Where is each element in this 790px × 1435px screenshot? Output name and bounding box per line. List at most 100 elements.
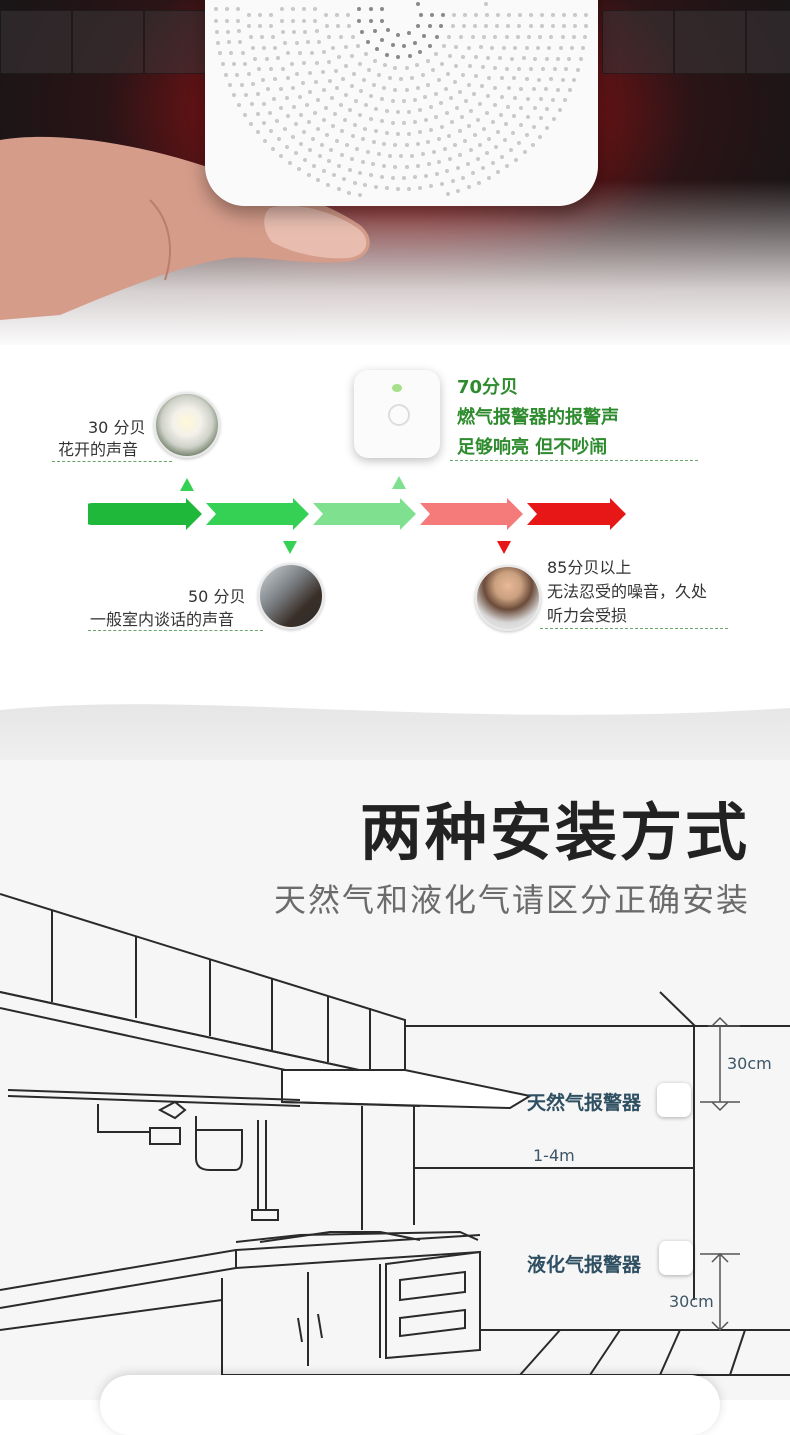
speaker-hole xyxy=(268,110,273,115)
speaker-hole xyxy=(457,129,462,134)
speaker-hole xyxy=(480,84,485,89)
speaker-hole xyxy=(374,106,379,111)
speaker-hole xyxy=(563,98,568,103)
speaker-hole xyxy=(476,117,481,122)
speaker-hole xyxy=(426,82,431,87)
speaker-hole xyxy=(458,152,463,157)
db30-desc: 花开的声音 xyxy=(58,440,139,459)
speaker-hole xyxy=(307,120,312,125)
speaker-hole xyxy=(379,18,384,23)
speaker-hole xyxy=(393,87,398,92)
speaker-hole xyxy=(258,24,263,29)
speaker-hole xyxy=(308,148,313,153)
speaker-hole xyxy=(505,66,510,71)
speaker-hole xyxy=(321,117,326,122)
speaker-hole xyxy=(404,65,409,70)
speaker-hole xyxy=(561,24,566,28)
speaker-hole xyxy=(454,105,459,110)
kitchen-diagram xyxy=(0,893,790,1376)
speaker-hole xyxy=(385,109,390,113)
speaker-hole xyxy=(551,97,556,102)
conversation-image xyxy=(258,563,324,629)
speaker-hole xyxy=(505,164,510,169)
speaker-hole xyxy=(551,13,555,17)
speaker-hole xyxy=(578,56,583,61)
speaker-hole xyxy=(571,35,576,40)
speaker-hole xyxy=(291,85,296,90)
speaker-hole xyxy=(243,112,248,117)
noise-image xyxy=(475,565,541,631)
speaker-hole xyxy=(317,154,322,159)
speaker-hole xyxy=(486,175,491,180)
speaker-hole xyxy=(450,179,455,184)
speaker-hole xyxy=(379,174,384,179)
speaker-hole xyxy=(293,151,298,156)
speaker-hole xyxy=(243,61,248,66)
speaker-hole xyxy=(434,115,439,119)
speaker-hole xyxy=(447,34,452,39)
speaker-hole xyxy=(385,131,390,136)
speaker-hole xyxy=(360,160,365,165)
speaker-hole xyxy=(305,102,310,107)
speaker-hole xyxy=(286,51,291,56)
speaker-hole xyxy=(347,167,352,172)
speaker-hole xyxy=(452,143,457,148)
speaker-hole xyxy=(490,120,495,125)
speaker-hole xyxy=(465,161,470,166)
speaker-hole xyxy=(357,7,362,12)
speaker-hole xyxy=(433,91,438,96)
speaker-hole xyxy=(218,51,223,56)
speaker-hole xyxy=(423,174,428,179)
speaker-hole xyxy=(285,144,290,149)
speaker-hole xyxy=(460,72,465,77)
speaker-hole xyxy=(299,112,304,117)
speaker-hole xyxy=(387,76,392,81)
speaker-hole xyxy=(482,34,487,39)
speaker-hole xyxy=(269,24,274,29)
speaker-hole xyxy=(531,87,536,92)
speaker-hole xyxy=(214,7,219,12)
speaker-hole xyxy=(513,46,518,51)
speaker-hole xyxy=(247,13,251,17)
speaker-hole xyxy=(533,56,538,61)
speaker-hole xyxy=(538,134,543,139)
speaker-hole xyxy=(349,83,354,88)
speaker-hole xyxy=(496,13,500,17)
speaker-hole xyxy=(393,164,398,169)
speaker-hole xyxy=(361,77,366,82)
speaker-hole xyxy=(434,172,439,177)
speaker-hole xyxy=(327,159,332,164)
speaker-hole xyxy=(524,77,529,81)
speaker-hole xyxy=(503,138,508,143)
speaker-hole xyxy=(437,160,442,165)
speaker-hole xyxy=(460,55,465,60)
speaker-hole xyxy=(225,18,230,23)
speaker-hole xyxy=(302,61,307,66)
speaker-hole xyxy=(418,108,423,113)
speaker-hole xyxy=(352,122,357,127)
speaker-hole xyxy=(314,80,319,85)
db30-underline xyxy=(52,461,172,462)
speaker-hole xyxy=(480,65,485,70)
speaker-hole xyxy=(347,190,352,195)
speaker-hole xyxy=(430,13,434,17)
speaker-hole xyxy=(415,86,420,91)
speaker-hole xyxy=(511,131,516,136)
speaker-hole xyxy=(214,29,219,34)
speaker-hole xyxy=(540,13,544,17)
speaker-hole xyxy=(415,141,420,146)
speaker-hole xyxy=(404,142,409,147)
speaker-hole xyxy=(315,98,320,103)
speaker-hole xyxy=(390,175,395,180)
speaker-hole xyxy=(214,18,219,23)
speaker-hole xyxy=(325,133,330,138)
speaker-hole xyxy=(501,45,506,50)
speaker-hole xyxy=(379,96,384,101)
speaker-hole xyxy=(264,56,269,61)
speaker-hole xyxy=(497,56,502,61)
speaker-hole xyxy=(460,115,465,120)
speaker-hole xyxy=(504,122,509,127)
speaker-hole xyxy=(314,60,319,65)
lpg-alarm-icon xyxy=(659,1241,693,1275)
db30-value: 30 分贝 xyxy=(88,418,146,437)
